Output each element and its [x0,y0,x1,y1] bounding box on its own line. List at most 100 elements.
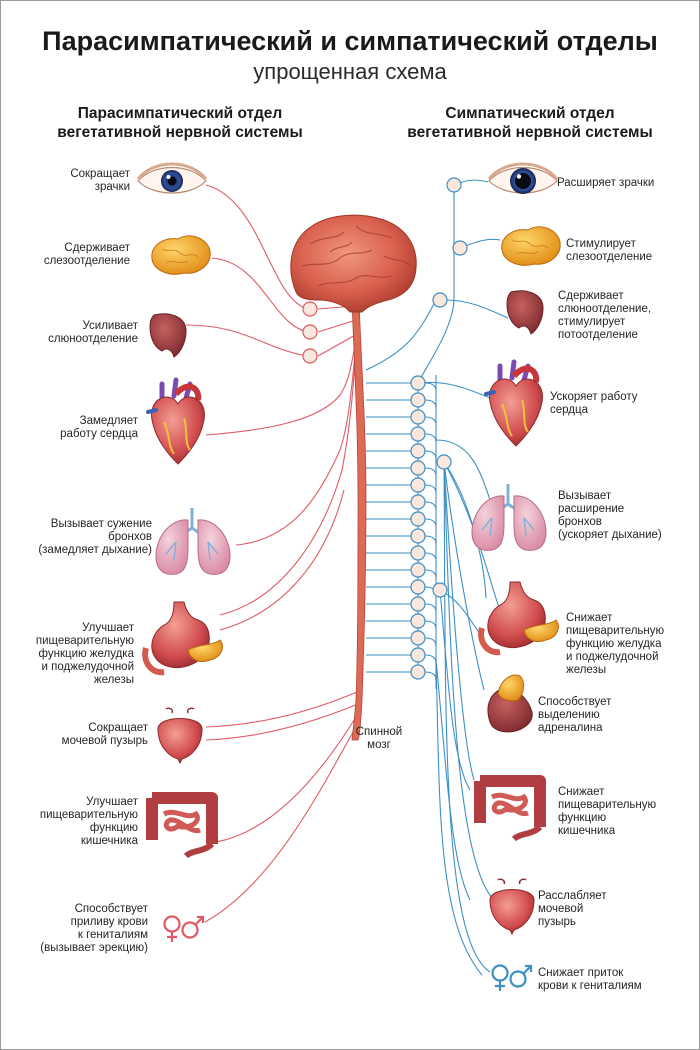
left-salivary-gland-illustration [149,313,187,358]
left-label-bronchi: Вызывает сужение бронхов (замедляет дыха… [38,518,152,556]
chain-ganglion-13 [410,579,426,595]
right-intestine-illustration [474,775,546,842]
right-gender-symbols-icon [491,964,533,991]
parasympathetic-header: Парасимпатический отдел вегетативной нер… [57,105,303,141]
chain-ganglion-14 [410,596,426,612]
nerve-stomach-s3 [439,589,485,641]
ramus-loop-8 [424,501,437,511]
nerve-genitals-s [443,461,491,973]
right-label-pupils: Расширяет зрачки [557,177,655,189]
nerve-heart [205,339,357,436]
left-label-genitals: Способствует приливу крови к гениталиям … [40,903,148,954]
ramus-loop-2 [424,399,437,409]
symp-ganglion-mesenteric [432,582,448,598]
nerve-cranial [317,305,358,357]
left-label-bladder: Сокращает мочевой пузырь [61,722,148,747]
chain-ganglion-11 [410,545,426,561]
right-label-intestine: Снижает пищеварительную функцию кишечник… [558,786,657,837]
spinal-cord-label: Спинной мозг [355,726,403,751]
nerve-saliva [185,324,309,357]
symp-ganglion-stellate [432,292,448,308]
ramus-loop-6 [424,467,437,477]
ramus-loop-4 [424,433,437,443]
nerve-lungs [235,344,357,546]
right-eye-illustration [487,162,559,194]
right-label-genitals: Снижает приток крови к гениталиям [538,967,642,992]
left-label-heart: Замедляет работу сердца [60,415,138,440]
nerve-stomach-s2 [443,461,501,611]
cervical-trunk [417,185,455,384]
sympathetic-ganglia [410,177,468,680]
left-gender-symbols-icon [163,915,205,942]
chain-ganglion-7 [410,477,426,493]
chain-ganglion-3 [410,409,426,425]
ramus-loop-17 [424,654,437,664]
left-lungs-illustration [155,508,231,575]
left-label-saliva: Усиливает слюноотделение [48,320,138,345]
chain-ganglion-15 [410,613,426,629]
nerve-saliva-s [445,299,509,319]
nerve-pupils [205,184,309,310]
left-heart-illustration [146,377,205,465]
ramus-loop-16 [424,637,437,647]
left-label-pupils: Сокращает зрачки [70,168,130,193]
left-label-stomach: Улучшает пищеварительную функцию желудка… [35,622,134,686]
right-lacrimal-gland-illustration [501,226,561,266]
left-bladder-illustration [157,707,203,765]
ramus-loop-14 [424,603,437,613]
chain-ganglion-6 [410,460,426,476]
nerve-stomach-2 [219,489,345,631]
ramus-loop-3 [424,416,437,426]
chain-ganglion-4 [410,426,426,442]
nerve-bladder-1 [205,691,358,728]
chain-ganglion-16 [410,630,426,646]
right-label-heart: Ускоряет работу сердца [550,391,638,416]
symp-ganglion-celiac [436,454,452,470]
nerve-heart-s [417,381,491,399]
nerve-intestine-s [443,461,475,781]
ramus-loop-7 [424,484,437,494]
ramus-loop-15 [424,620,437,630]
nerve-bladder-s2 [435,659,471,901]
brain-illustration [290,214,417,313]
para-ganglion-3 [302,348,318,364]
right-label-adrenaline: Способствует выделению адреналина [538,696,612,734]
nerve-bladder-2 [205,703,359,741]
nerve-genitals-s2 [435,659,483,976]
chain-ganglion-12 [410,562,426,578]
spinal-cord [351,299,367,741]
page-title: Парасимпатический и симпатический отделы [42,26,658,56]
right-salivary-gland-illustration [506,290,544,335]
chain-ganglion-5 [410,443,426,459]
left-eye-illustration [136,162,208,194]
symp-ganglion-cervical [452,240,468,256]
nerve-lungs-s [435,439,491,501]
ramus-loop-9 [424,518,437,528]
symp-ganglion-top [446,177,462,193]
right-label-stomach: Снижает пищеварительную функцию желудка … [566,612,665,676]
right-label-bladder: Расслабляет мочевой пузырь [538,890,607,928]
ramus-loop-12 [424,569,437,579]
nerve-bladder-s [443,461,495,901]
ramus-loop-10 [424,535,437,545]
right-heart-illustration [484,359,543,447]
parasympathetic-nerves [185,184,361,923]
left-label-tears: Сдерживает слезоотделение [43,242,130,267]
nerve-cranial-link [365,299,437,371]
chain-ganglion-2 [410,392,426,408]
left-stomach-illustration [142,601,223,676]
ramus-loop-5 [424,450,437,460]
right-label-tears: Стимулирует слезоотделение [566,238,653,263]
right-lungs-illustration [471,484,547,551]
page-subtitle: упрощенная схема [253,59,447,84]
right-label-saliva-sweat: Сдерживает слюноотделение, стимулирует п… [558,290,652,341]
chain-ganglion-9 [410,511,426,527]
right-stomach-illustration [478,581,559,656]
para-ganglion-1 [302,301,318,317]
chain-ganglion-1 [410,375,426,391]
left-lacrimal-gland-illustration [151,235,211,275]
nerve-stomach-1 [219,349,357,616]
ramus-loop-11 [424,552,437,562]
